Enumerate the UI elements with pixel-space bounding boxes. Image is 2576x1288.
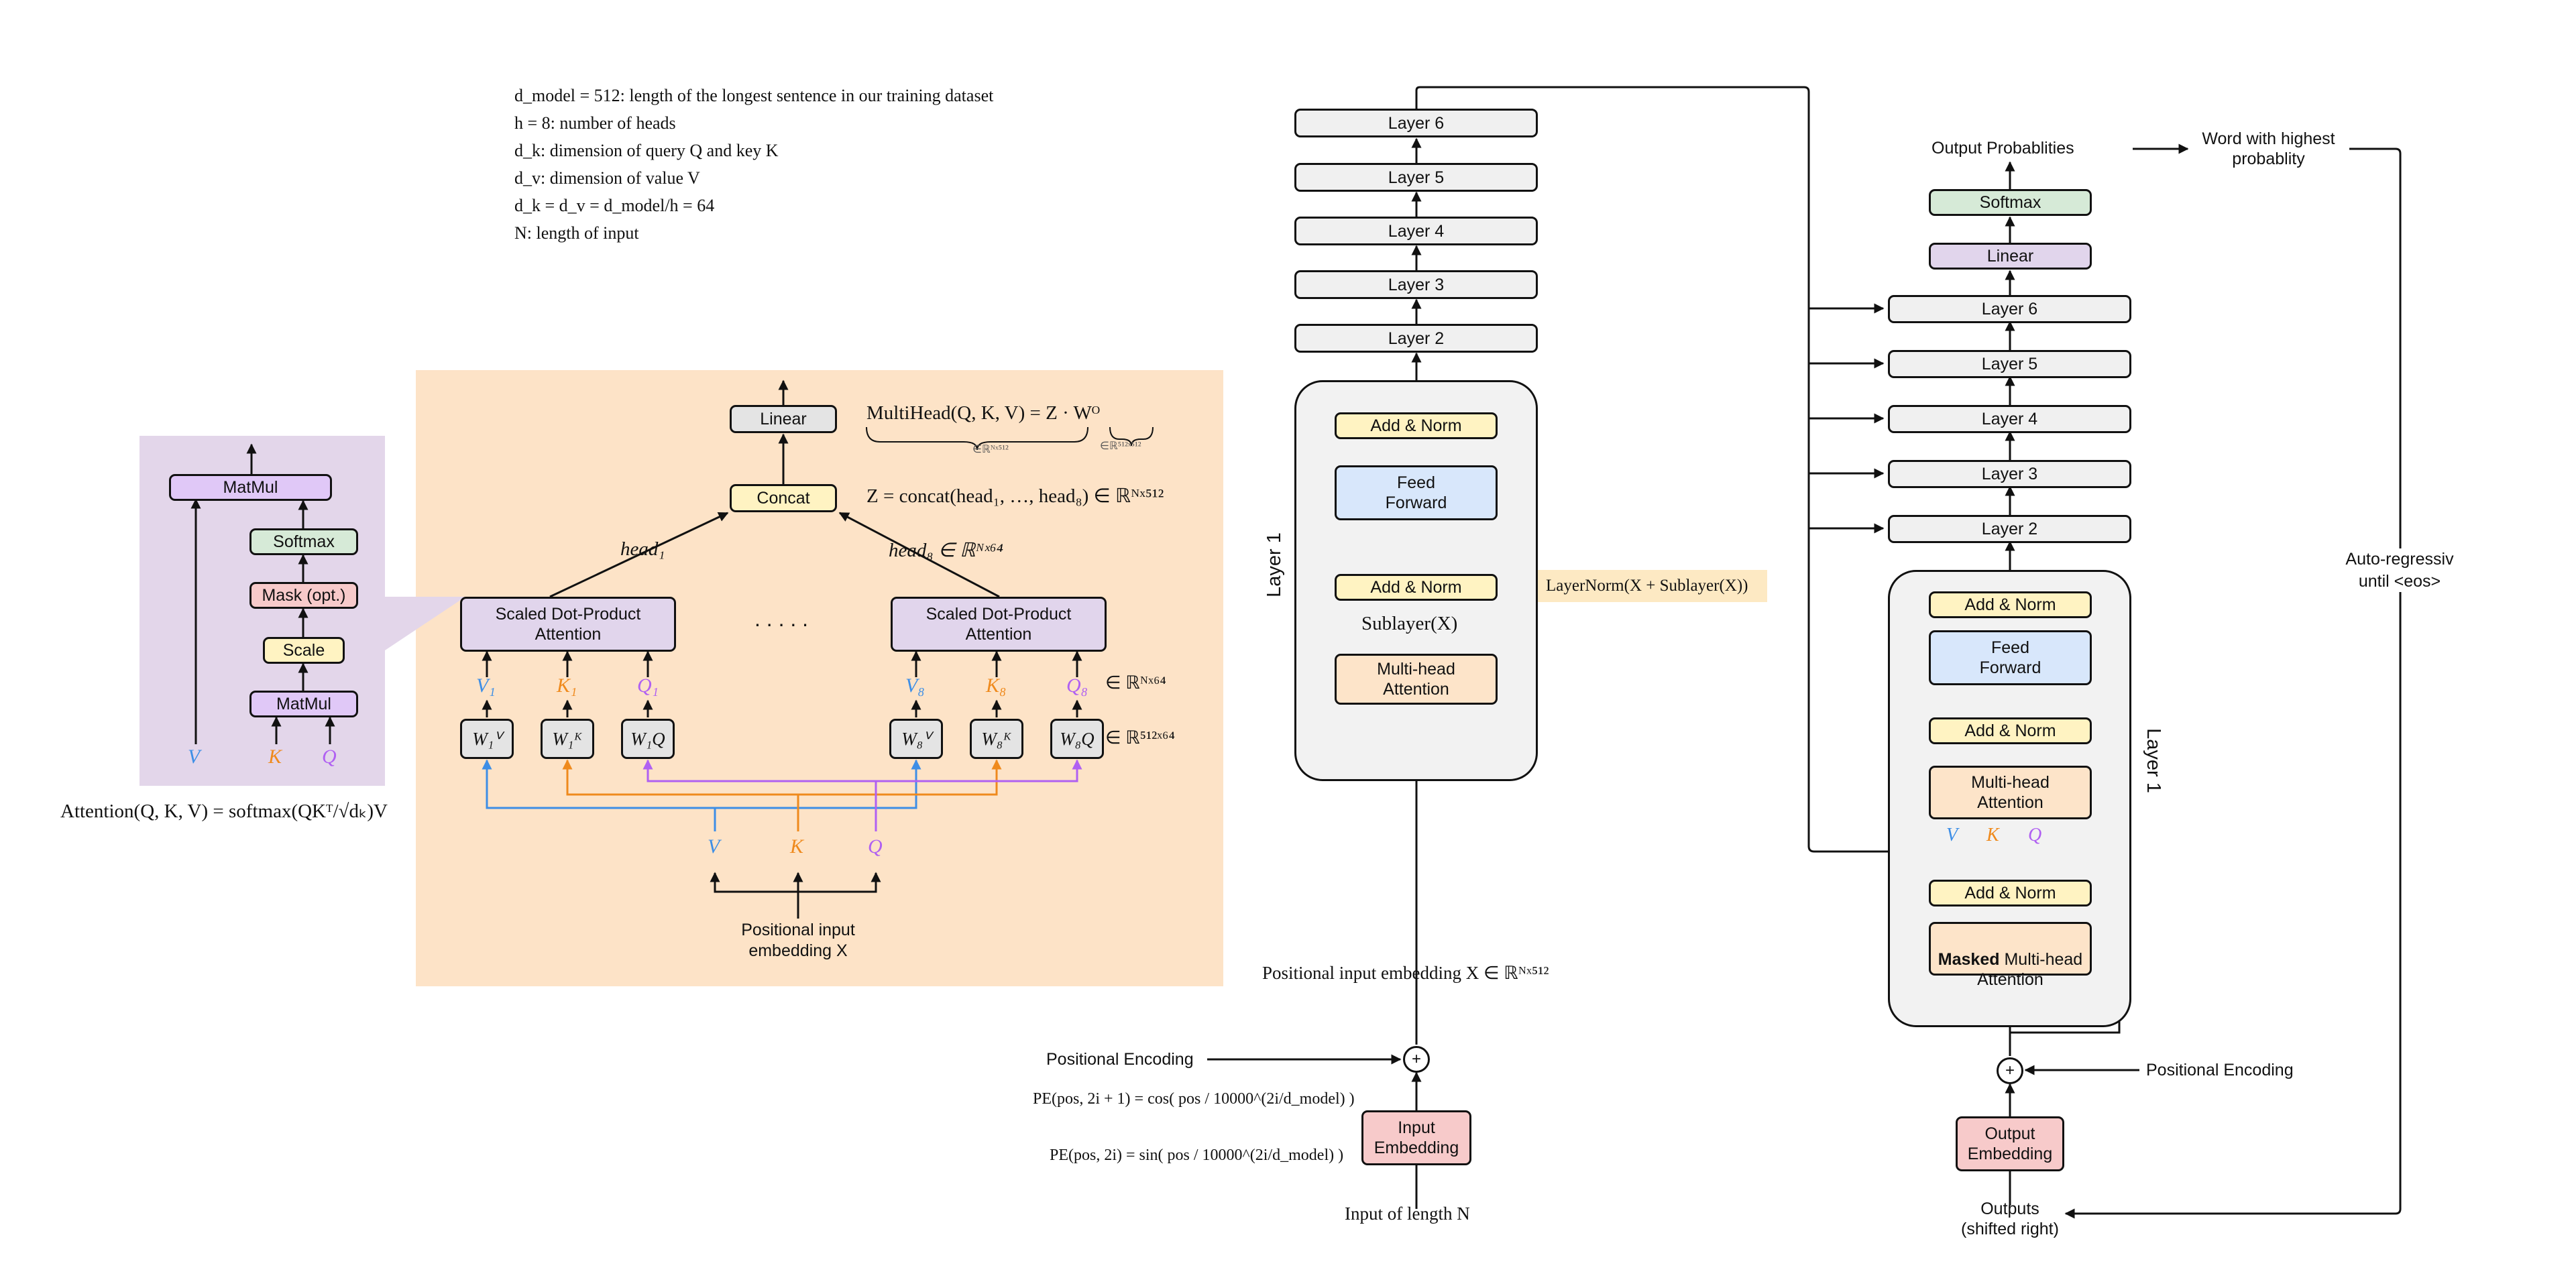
mh-under-z: ∈ℝᴺˣ⁵¹² bbox=[972, 444, 1009, 455]
decoder-masked-mha: Masked Multi-head Attention bbox=[1929, 922, 2092, 989]
decoder-linear: Linear bbox=[1929, 243, 2092, 270]
decoder-add-norm-bottom: Add & Norm bbox=[1929, 880, 2092, 906]
encoder-add-norm-top: Add & Norm bbox=[1335, 412, 1498, 439]
note-line: d_k = d_v = d_model/h = 64 bbox=[514, 196, 715, 215]
mh-v-label: V bbox=[708, 835, 720, 858]
attention-v-label: V bbox=[188, 746, 201, 768]
decoder-output-probabilities: Output Probablities bbox=[1931, 139, 2074, 158]
attention-q-label: Q bbox=[322, 746, 337, 768]
attention-k-label: K bbox=[268, 746, 282, 768]
encoder-sublayer-label: Sublayer(X) bbox=[1361, 613, 1458, 634]
mh-head8-label: head₈ ∈ ℝᴺˣ⁶⁴ bbox=[889, 540, 1003, 561]
encoder-add-norm-bottom: Add & Norm bbox=[1335, 574, 1498, 601]
matmul-bottom-box: MatMul bbox=[249, 691, 358, 717]
encoder-feed-forward: Feed Forward bbox=[1335, 465, 1498, 520]
decoder-word-highest: Word with highest probablity bbox=[2202, 129, 2335, 168]
note-line: d_v: dimension of value V bbox=[514, 168, 700, 188]
mh-k-label: K bbox=[790, 835, 804, 858]
encoder-input-length: Input of length N bbox=[1345, 1204, 1470, 1224]
decoder-layer-6: Layer 6 bbox=[1888, 295, 2131, 323]
mh-under-wo: ∈ℝ⁵¹²ˣ⁵¹² bbox=[1100, 441, 1141, 452]
decoder-layer-2: Layer 2 bbox=[1888, 515, 2131, 543]
mh-dots: . . . . . bbox=[754, 607, 809, 631]
encoder-layernorm-label: LayerNorm(X + Sublayer(X)) bbox=[1546, 577, 1748, 595]
mh-q1-label: Q₁ bbox=[637, 675, 659, 697]
mh-w-dim: ∈ ℝ⁵¹²ˣ⁶⁴ bbox=[1105, 727, 1175, 748]
mh-w8q-box: W₈Q bbox=[1050, 719, 1104, 759]
encoder-layer-2: Layer 2 bbox=[1294, 324, 1538, 353]
encoder-pe-sin: PE(pos, 2i) = sin( pos / 10000^(2i/d_mod… bbox=[1050, 1147, 1344, 1164]
decoder-softmax: Softmax bbox=[1929, 189, 2092, 216]
matmul-top-box: MatMul bbox=[169, 474, 332, 501]
encoder-layer-5: Layer 5 bbox=[1294, 163, 1538, 192]
note-line: N: length of input bbox=[514, 223, 639, 243]
encoder-layer-6: Layer 6 bbox=[1294, 109, 1538, 137]
softmax-box: Softmax bbox=[249, 528, 358, 555]
mh-w1q-box: W₁Q bbox=[621, 719, 675, 759]
mh-q-label: Q bbox=[868, 835, 883, 858]
mh-q8-label: Q₈ bbox=[1066, 675, 1088, 697]
encoder-mha: Multi-head Attention bbox=[1335, 654, 1498, 705]
mh-v8-label: V₈ bbox=[905, 675, 925, 697]
decoder-layer-3: Layer 3 bbox=[1888, 460, 2131, 488]
decoder-layer-4: Layer 4 bbox=[1888, 405, 2131, 433]
mh-vkq-dim: ∈ ℝᴺˣ⁶⁴ bbox=[1105, 672, 1166, 693]
mh-w8v-box: W₈ⱽ bbox=[889, 719, 943, 759]
encoder-pos-encoding-label: Positional Encoding bbox=[1046, 1050, 1194, 1069]
decoder-feed-forward: Feed Forward bbox=[1929, 630, 2092, 685]
note-line: h = 8: number of heads bbox=[514, 113, 676, 133]
decoder-v-label: V bbox=[1946, 825, 1958, 845]
mh-head1-label: head₁ bbox=[620, 538, 665, 560]
mh-k8-label: K₈ bbox=[986, 675, 1007, 697]
mh-w1v-box: W₁ⱽ bbox=[460, 719, 514, 759]
layernorm-highlight bbox=[1512, 570, 1767, 602]
encoder-layer-1-label: Layer 1 bbox=[1263, 532, 1285, 597]
mh-w8k-box: W₈ᴷ bbox=[970, 719, 1023, 759]
encoder-input-embedding: Input Embedding bbox=[1361, 1110, 1471, 1165]
note-line: d_model = 512: length of the longest sen… bbox=[514, 86, 994, 105]
encoder-layer-3: Layer 3 bbox=[1294, 270, 1538, 299]
decoder-add-norm-middle: Add & Norm bbox=[1929, 717, 2092, 744]
decoder-plus-circle: + bbox=[1997, 1057, 2023, 1084]
encoder-pos-input-label: Positional input embedding X ∈ ℝᴺˣ⁵¹² bbox=[1262, 963, 1549, 983]
decoder-layer-5: Layer 5 bbox=[1888, 350, 2131, 378]
mh-w1k-box: W₁ᴷ bbox=[541, 719, 594, 759]
mh-v1-label: V₁ bbox=[476, 675, 496, 697]
encoder-pe-cos: PE(pos, 2i + 1) = cos( pos / 10000^(2i/d… bbox=[1033, 1090, 1355, 1108]
encoder-layer-4: Layer 4 bbox=[1294, 217, 1538, 245]
decoder-output-embedding: Output Embedding bbox=[1956, 1116, 2064, 1171]
decoder-add-norm-top: Add & Norm bbox=[1929, 591, 2092, 618]
decoder-auto-regressive-label: Auto-regressiv until <eos> bbox=[2345, 548, 2454, 592]
mask-box: Mask (opt.) bbox=[249, 582, 358, 609]
mh-input-label: Positional input embedding X bbox=[741, 921, 855, 961]
decoder-layer-1-label: Layer 1 bbox=[2142, 728, 2164, 793]
scale-box: Scale bbox=[263, 637, 345, 664]
mh-concat-box: Concat bbox=[730, 484, 837, 512]
decoder-pos-encoding-label: Positional Encoding bbox=[2146, 1061, 2294, 1079]
mh-formula-multihead: MultiHead(Q, K, V) = Z · Wᴼ bbox=[866, 402, 1100, 424]
note-line: d_k: dimension of query Q and key K bbox=[514, 141, 779, 160]
decoder-masked-rest: Multi-head Attention bbox=[1977, 950, 2083, 989]
mh-formula-concat: Z = concat(head₁, …, head₈) ∈ ℝᴺˣ⁵¹² bbox=[866, 485, 1164, 507]
decoder-mha: Multi-head Attention bbox=[1929, 766, 2092, 819]
encoder-plus-circle: + bbox=[1403, 1046, 1430, 1073]
decoder-q-label: Q bbox=[2028, 825, 2042, 845]
multihead-region bbox=[416, 370, 1223, 986]
mh-k1-label: K₁ bbox=[557, 675, 577, 697]
mh-sdpa-box-8: Scaled Dot-Product Attention bbox=[891, 597, 1107, 652]
mh-linear-box: Linear bbox=[730, 405, 837, 433]
mh-sdpa-box-1: Scaled Dot-Product Attention bbox=[460, 597, 676, 652]
decoder-k-label: K bbox=[1986, 825, 1999, 845]
decoder-outputs-label: Outputs (shifted right) bbox=[1961, 1199, 2059, 1238]
attention-formula: Attention(Q, K, V) = softmax(QKᵀ/√dₖ)V bbox=[60, 801, 388, 822]
decoder-masked-bold: Masked bbox=[1938, 950, 2000, 969]
